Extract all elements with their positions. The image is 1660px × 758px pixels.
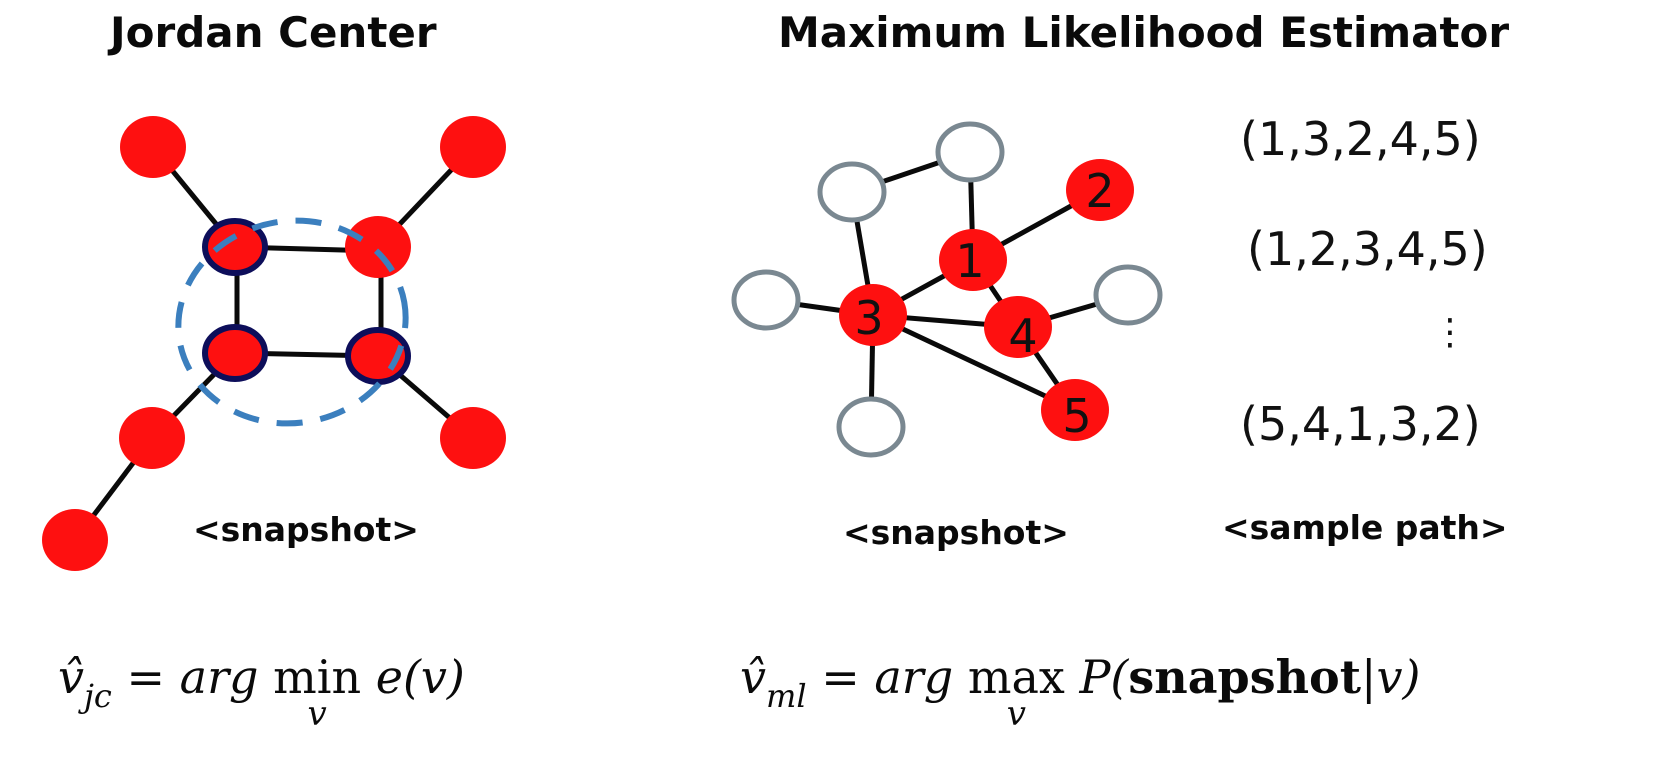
node-2: [1066, 159, 1134, 221]
formula-arg: arg: [179, 650, 274, 704]
node-uninfected-left: [731, 269, 801, 331]
formula-equals: =: [111, 650, 180, 704]
left-edges: [73, 145, 475, 542]
min-label: min: [273, 650, 362, 704]
sample-path-ellipsis: ⋮: [1432, 312, 1468, 353]
uninfected-nodes: [731, 121, 1163, 458]
node-2-label: 2: [1085, 164, 1114, 218]
node-4: [984, 296, 1052, 358]
node-center-bottom-left: [202, 324, 268, 382]
node-square-top-right: [345, 216, 411, 278]
formula-arg: arg: [874, 650, 968, 704]
formula-lhs-subscript: jc: [84, 677, 112, 715]
node-uninfected-top: [935, 121, 1005, 183]
right-snapshot-caption: <snapshot>: [843, 513, 1069, 552]
jordan-center-dashed-circle: [175, 217, 409, 427]
formula-rhs: e(v): [361, 650, 465, 704]
min-subscript: v: [307, 694, 327, 734]
max-label: max: [967, 650, 1065, 704]
formula-lhs: v̂: [58, 650, 84, 704]
node-3: [839, 284, 907, 346]
node-leaf-top-left: [120, 116, 186, 178]
node-5-label: 5: [1062, 389, 1091, 443]
sample-path-1: (1,3,2,4,5): [1240, 112, 1481, 166]
formula-lhs-subscript: ml: [766, 677, 807, 715]
formula-p: P(: [1064, 650, 1129, 704]
node-3-label: 3: [854, 291, 883, 345]
node-leaf-far-bottom-left: [42, 509, 108, 571]
node-leaf-bottom-left: [119, 407, 185, 469]
left-snapshot-caption: <snapshot>: [193, 510, 419, 549]
node-1: [939, 229, 1007, 291]
formula-lhs: v̂: [740, 650, 766, 704]
node-leaf-top-right: [440, 116, 506, 178]
sample-path-3: (5,4,1,3,2): [1240, 397, 1481, 451]
node-4-label: 4: [1008, 309, 1037, 363]
node-center-top-left: [202, 218, 268, 276]
node-uninfected-upper-left: [817, 161, 887, 223]
sample-path-2: (1,2,3,4,5): [1247, 222, 1488, 276]
formula-equals: =: [806, 650, 875, 704]
jordan-center-graph: [42, 116, 506, 571]
mle-title: Maximum Likelihood Estimator: [778, 8, 1510, 57]
max-subscript: v: [1006, 694, 1026, 734]
node-uninfected-right: [1093, 264, 1163, 326]
formula-snapshot-bold: snapshot: [1128, 650, 1361, 704]
mle-graph: 1 2 3 4 5: [731, 121, 1163, 458]
node-leaf-bottom-right: [440, 407, 506, 469]
sample-path-caption: <sample path>: [1222, 508, 1508, 547]
node-1-label: 1: [955, 234, 984, 288]
node-5: [1041, 379, 1109, 441]
node-uninfected-bottom: [836, 396, 906, 458]
formula-rest: |v): [1360, 650, 1421, 704]
jordan-center-title: Jordan Center: [110, 8, 437, 57]
